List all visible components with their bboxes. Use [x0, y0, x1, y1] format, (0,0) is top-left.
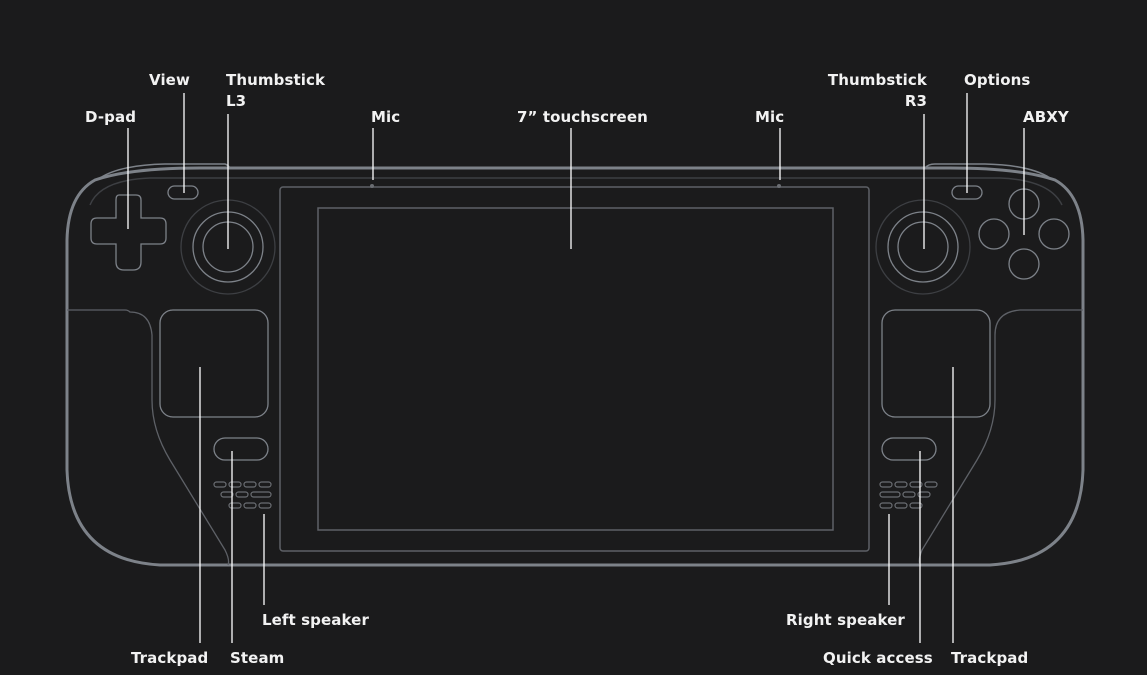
left-speaker-grille [213, 481, 272, 509]
mic-left-dot [370, 184, 374, 188]
right-grip-contour [918, 309, 1083, 566]
view-button[interactable] [167, 185, 199, 200]
left-grip-contour [67, 309, 230, 566]
right-speaker-grille [879, 481, 938, 509]
label-thumbstick-l3-line1: Thumbstick [226, 71, 326, 89]
right-thumbstick[interactable] [897, 221, 949, 273]
label-thumbstick-r3-line2: R3 [904, 92, 927, 110]
label-trackpad-left: Trackpad [131, 649, 209, 667]
inner-top-line [89, 177, 1063, 206]
button-x[interactable] [978, 218, 1010, 250]
device-outer-shell [65, 166, 1085, 567]
label-quick-access: Quick access [823, 649, 933, 667]
label-touchscreen: 7” touchscreen [517, 108, 648, 126]
right-thumbstick-ring [887, 211, 959, 283]
label-mic-left: Mic [371, 108, 401, 126]
label-abxy: ABXY [1023, 108, 1069, 126]
label-right-speaker: Right speaker [786, 611, 905, 629]
steam-button[interactable] [213, 437, 269, 461]
dpad[interactable] [90, 194, 167, 271]
mic-right-dot [777, 184, 781, 188]
quick-access-button[interactable] [881, 437, 937, 461]
label-options: Options [964, 71, 1031, 89]
right-trackpad[interactable] [881, 309, 991, 418]
label-steam: Steam [230, 649, 285, 667]
right-thumbstick-well [875, 199, 971, 295]
button-a[interactable] [1008, 248, 1040, 280]
touchscreen[interactable] [317, 207, 834, 531]
label-left-speaker: Left speaker [262, 611, 369, 629]
label-thumbstick-l3-line2: L3 [226, 92, 247, 110]
label-thumbstick-r3-line1: Thumbstick [827, 71, 927, 89]
screen-bezel [279, 186, 870, 552]
label-dpad: D-pad [85, 108, 137, 126]
left-shoulder-outline [99, 163, 231, 179]
label-trackpad-right: Trackpad [951, 649, 1029, 667]
left-trackpad[interactable] [159, 309, 269, 418]
right-shoulder-outline [924, 163, 1051, 179]
button-b[interactable] [1038, 218, 1070, 250]
label-view: View [149, 71, 190, 89]
label-mic-right: Mic [755, 108, 785, 126]
